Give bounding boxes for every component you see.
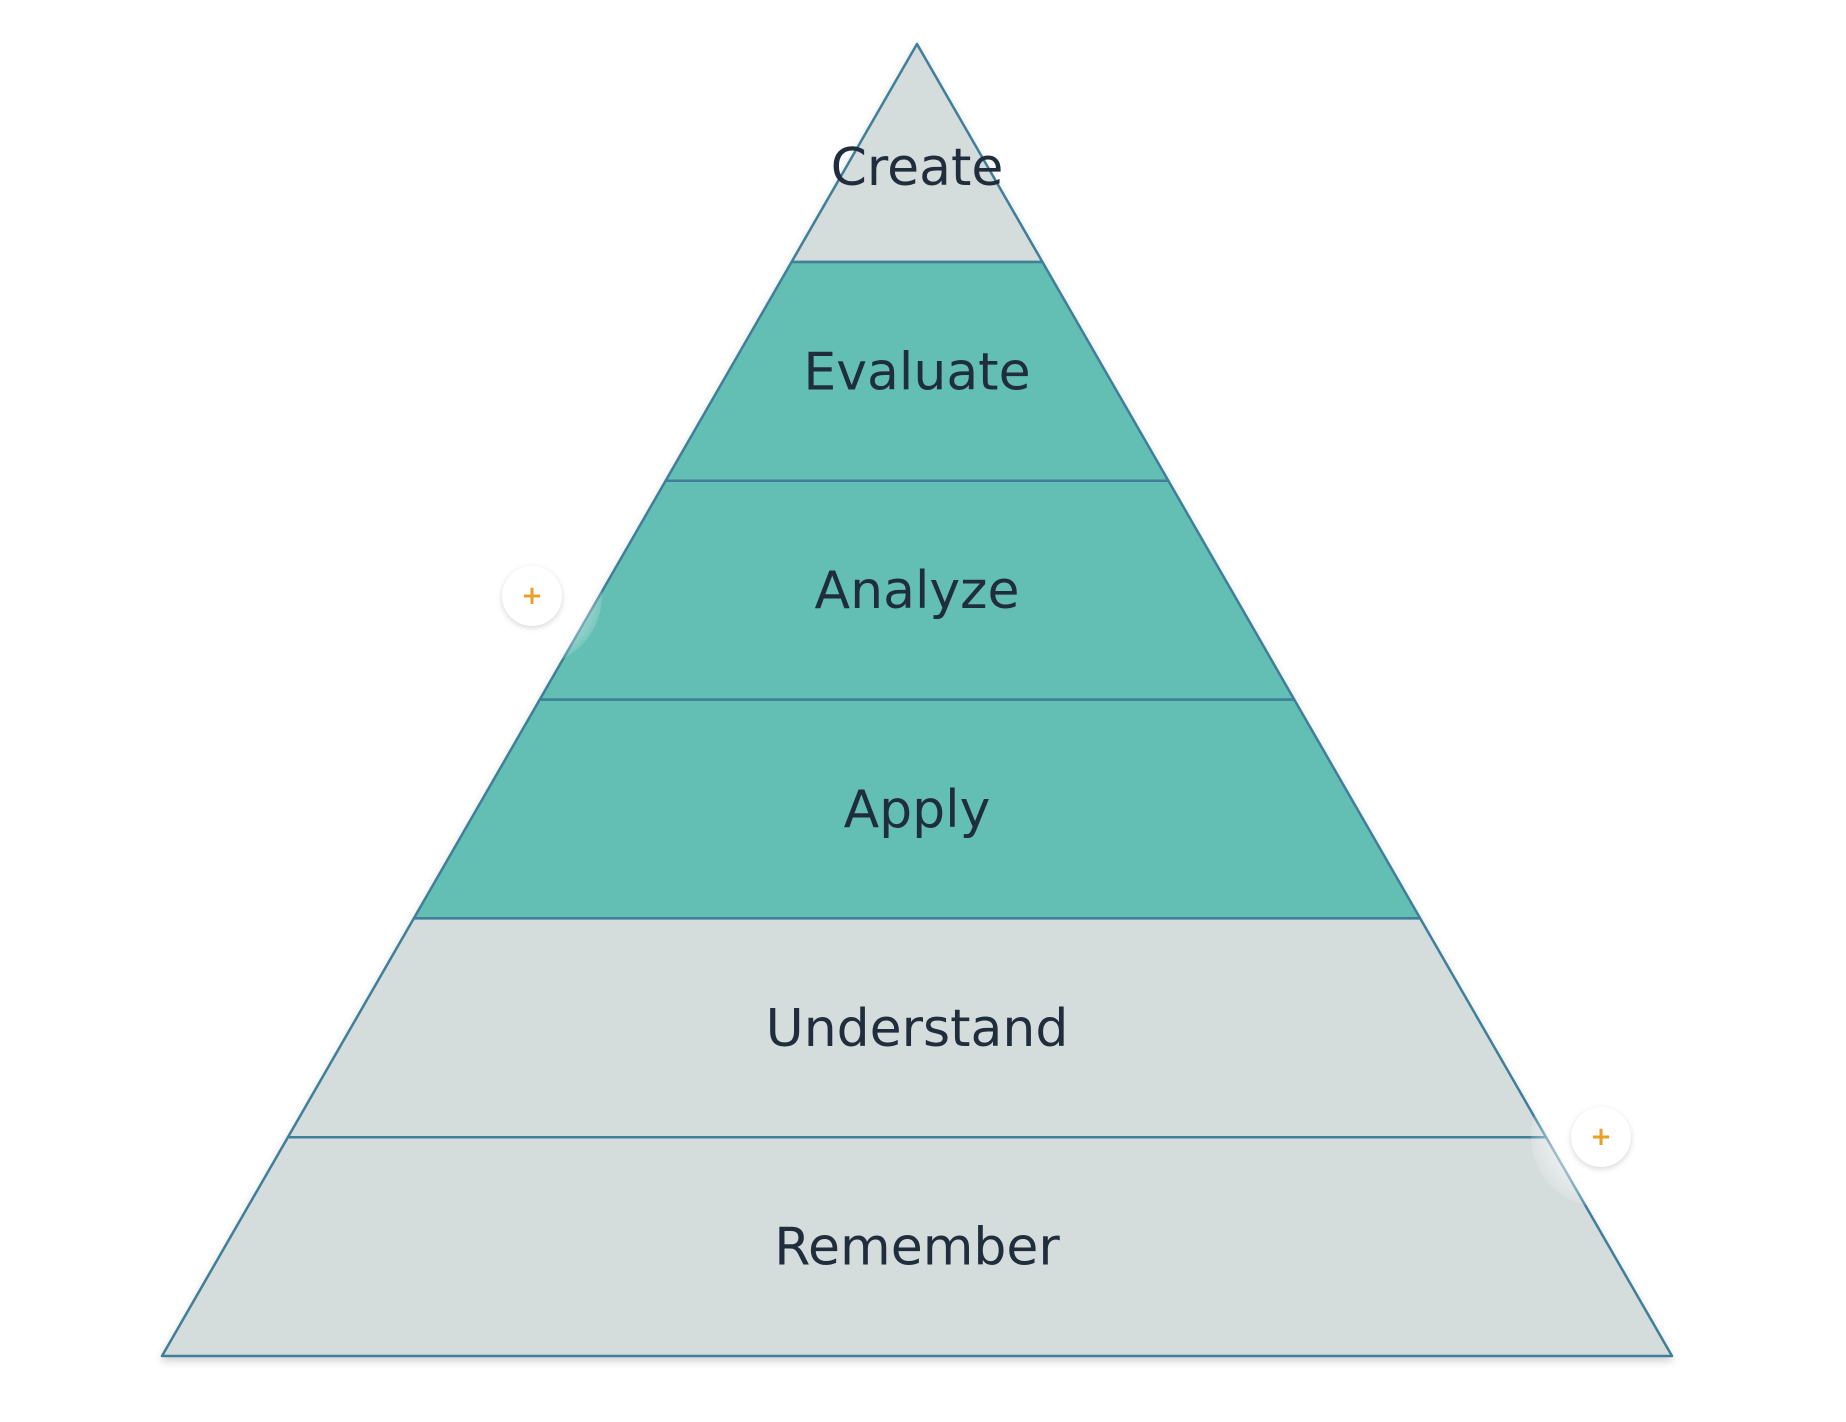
- plus-icon: +: [1590, 1122, 1612, 1152]
- expand-hotspot-button[interactable]: +: [1531, 1067, 1671, 1207]
- pyramid-tier-remember: [160, 1135, 1674, 1358]
- tier-label-apply: Apply: [844, 780, 991, 840]
- tier-label-understand: Understand: [766, 999, 1069, 1059]
- tier-label-remember: Remember: [774, 1218, 1060, 1278]
- tier-label-analyze: Analyze: [815, 561, 1020, 621]
- plus-icon: +: [521, 581, 543, 611]
- tier-label-evaluate: Evaluate: [803, 342, 1030, 402]
- tier-label-create: Create: [831, 138, 1004, 198]
- expand-hotspot-button[interactable]: +: [462, 526, 602, 666]
